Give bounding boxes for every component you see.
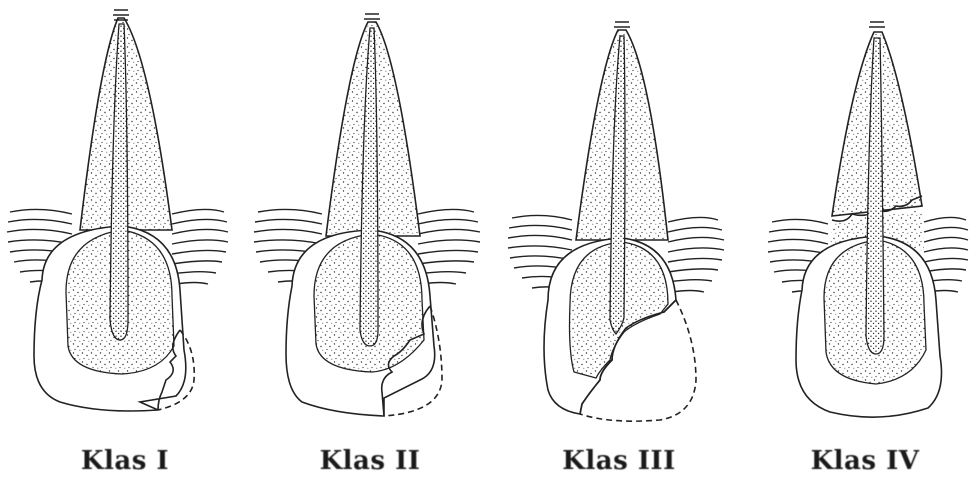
gum-tissue-right <box>668 217 724 292</box>
apex-marks <box>614 22 630 27</box>
label-klas-4: Klas IV <box>765 446 965 476</box>
panel-klas-2 <box>254 14 480 416</box>
label-klas-2: Klas II <box>270 446 470 476</box>
gum-tissue-right <box>172 209 228 284</box>
label-klas-3: Klas III <box>519 446 719 476</box>
apex-marks <box>869 22 885 27</box>
apex-marks <box>364 14 380 19</box>
panel-klas-4 <box>768 22 968 417</box>
gum-tissue-right <box>418 209 480 284</box>
panel-klas-3 <box>508 22 724 421</box>
panel-klas-1 <box>7 10 228 411</box>
label-klas-1: Klas I <box>25 446 225 476</box>
